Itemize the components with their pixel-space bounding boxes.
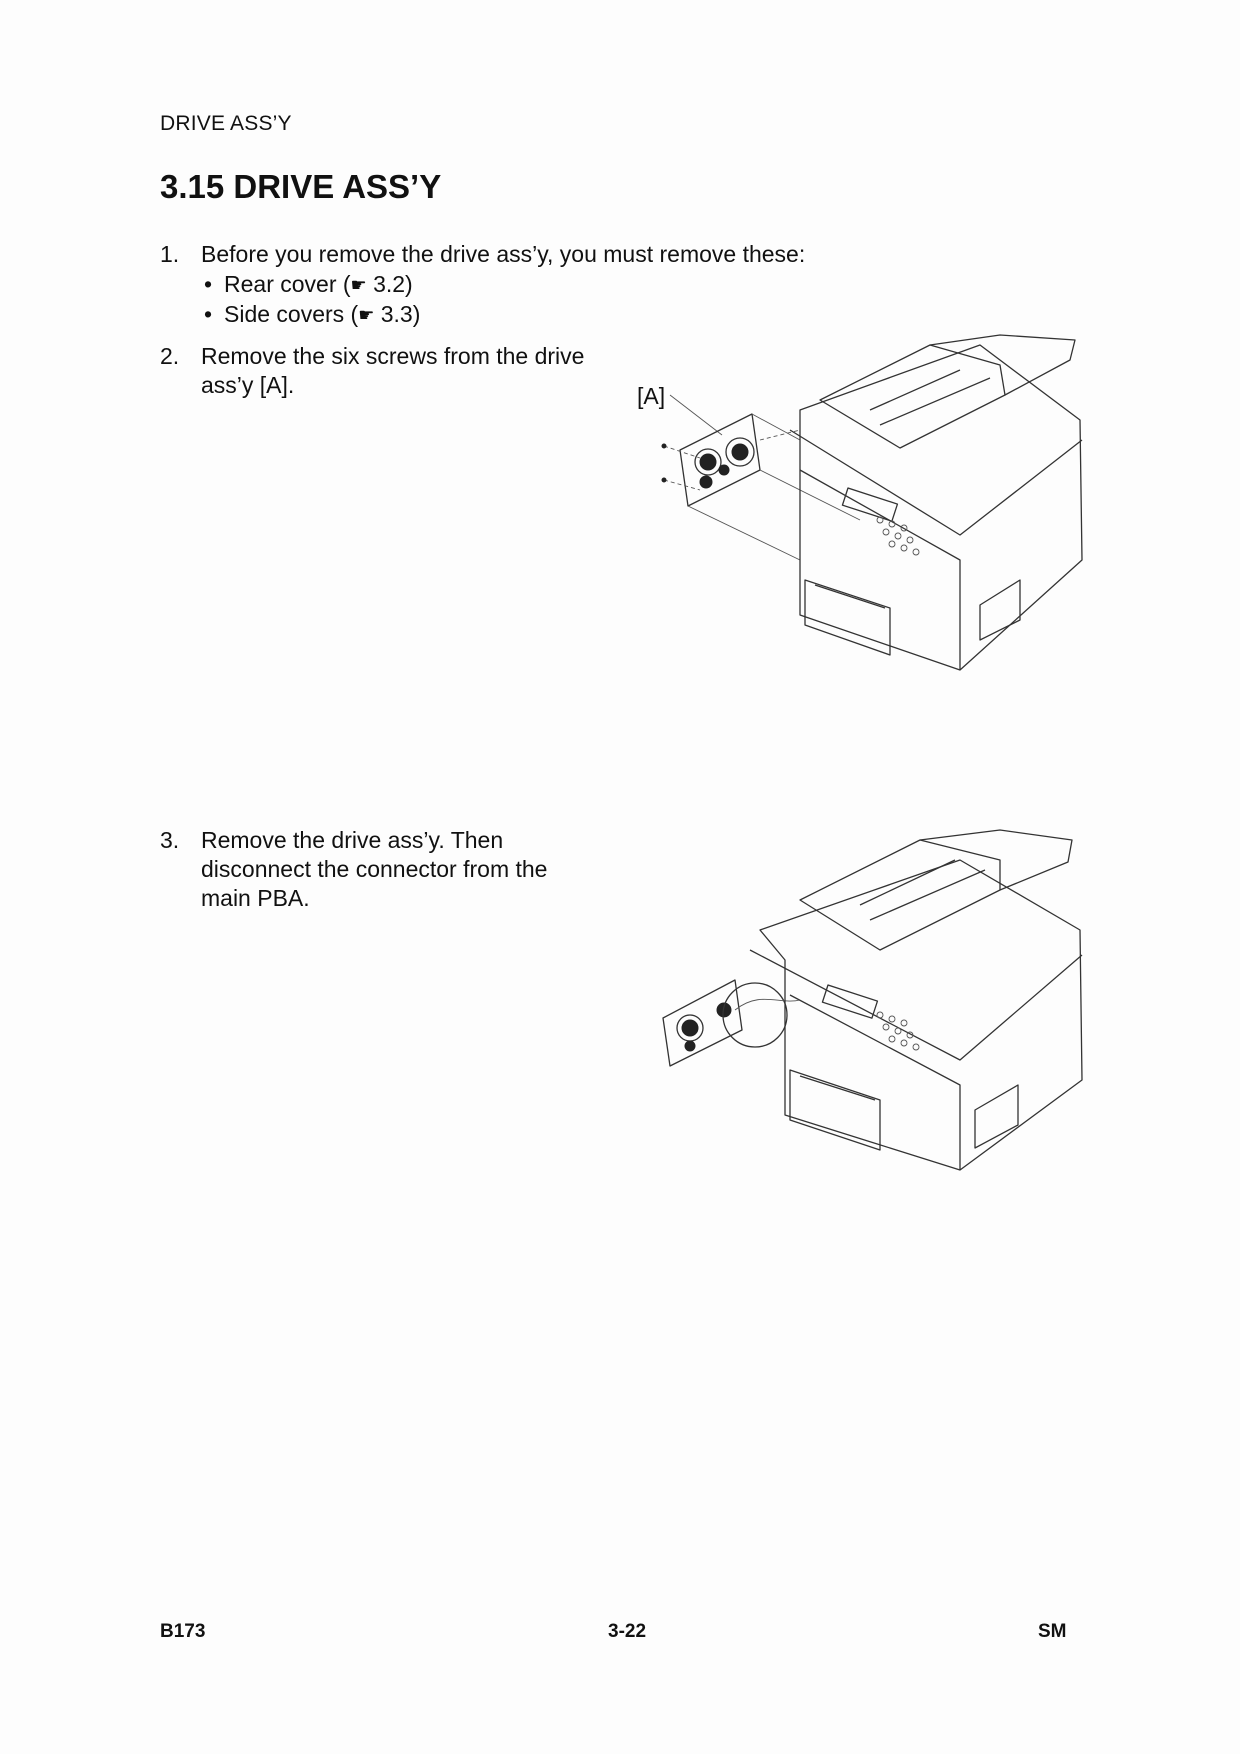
pointing-hand-icon: ☛ xyxy=(350,275,367,295)
step-text-line-1: Remove the six screws from the drive xyxy=(201,343,585,369)
footer-model: B173 xyxy=(160,1621,206,1642)
footer-page-number: 3-22 xyxy=(608,1621,647,1642)
footer-manual-code: SM xyxy=(1038,1621,1067,1642)
step-text-line-1: Remove the drive ass’y. Then xyxy=(201,827,504,853)
step-text-line-3: main PBA. xyxy=(201,885,310,911)
bullet-rear-cover: • Rear cover (☛ 3.2) xyxy=(204,270,413,300)
callout-label-a: [A] xyxy=(637,383,666,409)
bullet-ref: 3.3) xyxy=(380,301,421,327)
section-title: 3.15 DRIVE ASS’Y xyxy=(160,168,442,205)
pointing-hand-icon: ☛ xyxy=(358,305,375,325)
step-number: 2. xyxy=(160,343,180,369)
bullet-dot: • xyxy=(204,271,213,297)
bullet-side-covers: • Side covers (☛ 3.3) xyxy=(204,300,420,330)
step-3: 3. Remove the drive ass’y. Then disconne… xyxy=(160,826,630,916)
bullet-ref: 3.2) xyxy=(373,271,413,297)
bullet-text: Rear cover ( xyxy=(224,271,351,297)
step-number: 3. xyxy=(160,827,180,853)
step-2: 2. Remove the six screws from the drive … xyxy=(160,342,630,402)
step-text-line-2: ass’y [A]. xyxy=(201,372,295,398)
step-text: Before you remove the drive ass’y, you m… xyxy=(201,241,806,267)
bullet-dot: • xyxy=(204,301,213,327)
step-1: 1. Before you remove the drive ass’y, yo… xyxy=(160,240,1060,270)
bullet-text: Side covers ( xyxy=(224,301,359,327)
step-text-line-2: disconnect the connector from the xyxy=(201,856,548,882)
step-number: 1. xyxy=(160,241,180,267)
running-header: DRIVE ASS’Y xyxy=(160,112,292,135)
